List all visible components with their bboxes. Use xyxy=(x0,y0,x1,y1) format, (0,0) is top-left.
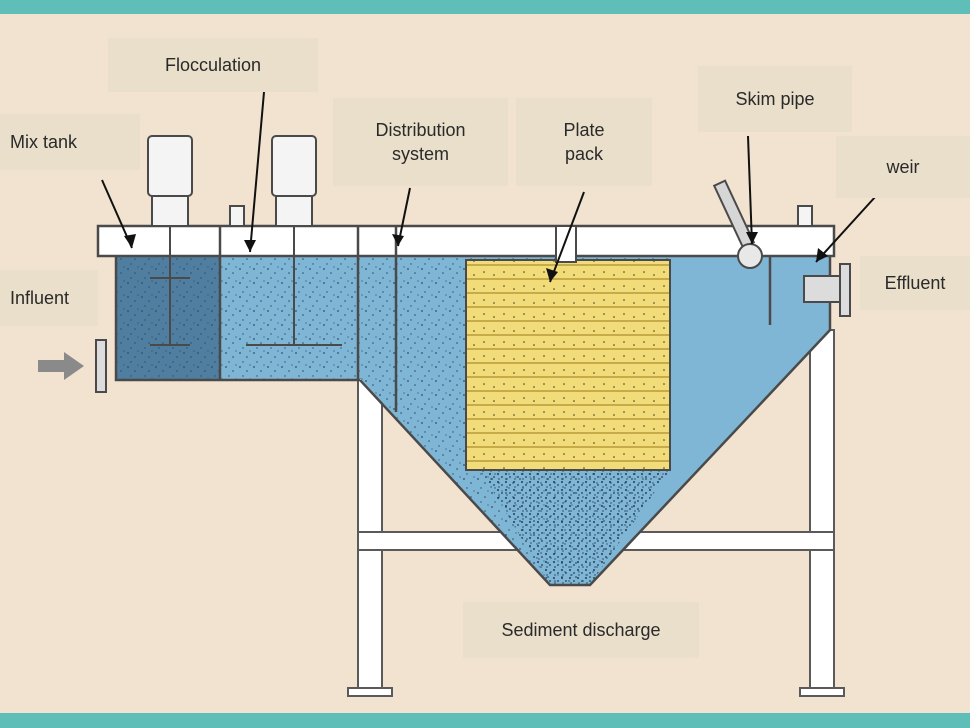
top-band xyxy=(0,0,970,14)
leader-arrowheads xyxy=(124,232,828,282)
label-effluent: Effluent xyxy=(860,256,970,310)
label-flocculation: Flocculation xyxy=(108,38,318,92)
pipe-connections xyxy=(95,263,851,393)
influent-arrow xyxy=(38,352,84,380)
label-skim-pipe: Skim pipe xyxy=(698,66,852,132)
label-sediment-discharge: Sediment discharge xyxy=(463,602,699,658)
label-plate-pack: Plate pack xyxy=(516,98,652,186)
label-weir: weir xyxy=(836,136,970,198)
mixer-motors xyxy=(147,135,813,346)
support-frame xyxy=(347,329,845,697)
plate-pack xyxy=(465,259,671,471)
bottom-band xyxy=(0,713,970,728)
skim-pipe xyxy=(712,179,763,269)
label-mix-tank: Mix tank xyxy=(0,114,140,170)
label-distribution-system: Distribution system xyxy=(333,98,508,186)
label-influent: Influent xyxy=(0,270,98,326)
tank-walls xyxy=(96,224,836,587)
